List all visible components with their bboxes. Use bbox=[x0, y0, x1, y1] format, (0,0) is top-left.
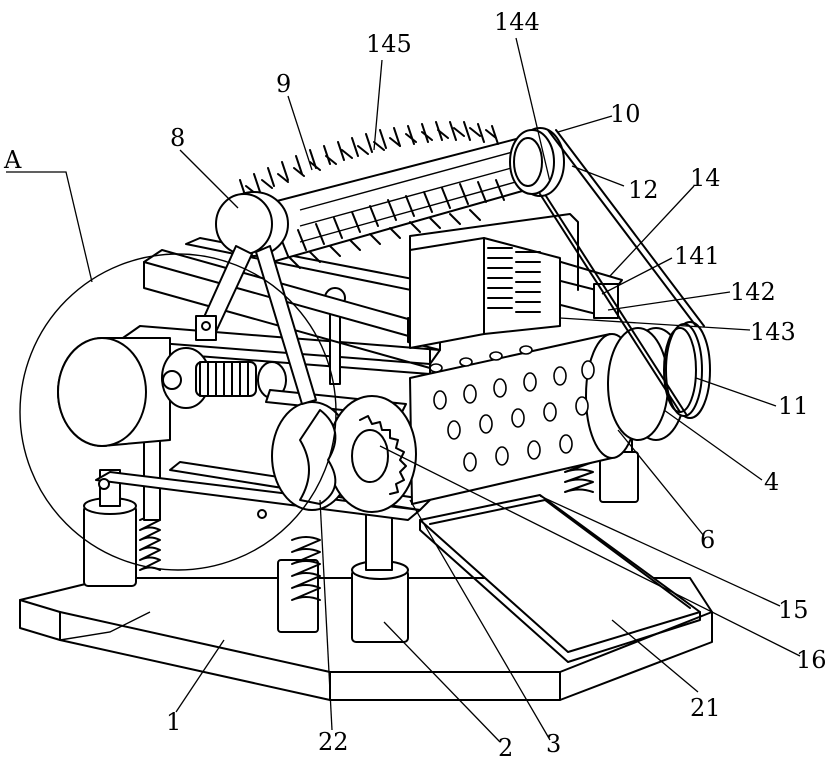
label-143: 143 bbox=[750, 318, 796, 346]
right-front-column bbox=[352, 500, 408, 642]
label-1: 1 bbox=[166, 708, 181, 736]
label-14: 14 bbox=[690, 164, 721, 192]
comb-plate bbox=[410, 214, 578, 348]
label-144: 144 bbox=[494, 8, 540, 36]
left-roller-end bbox=[216, 192, 288, 256]
label-10: 10 bbox=[610, 100, 641, 128]
label-22: 22 bbox=[318, 728, 349, 756]
lower-pulley bbox=[664, 322, 710, 418]
label-15: 15 bbox=[778, 596, 809, 624]
left-front-column bbox=[278, 537, 320, 632]
label-8: 8 bbox=[170, 124, 185, 152]
label-21: 21 bbox=[690, 694, 721, 722]
label-145: 145 bbox=[366, 30, 412, 58]
label-4: 4 bbox=[764, 468, 779, 496]
label-141: 141 bbox=[674, 242, 720, 270]
left-motor bbox=[58, 338, 170, 446]
label-a: A bbox=[3, 146, 22, 174]
label-12: 12 bbox=[628, 176, 659, 204]
upper-pulley bbox=[510, 128, 564, 196]
label-3: 3 bbox=[546, 730, 561, 758]
label-9: 9 bbox=[276, 70, 291, 98]
label-142: 142 bbox=[730, 278, 776, 306]
cam-housing bbox=[272, 396, 416, 512]
label-16: 16 bbox=[796, 646, 827, 674]
label-6: 6 bbox=[700, 526, 715, 554]
label-11: 11 bbox=[778, 392, 809, 420]
label-2: 2 bbox=[498, 734, 513, 762]
